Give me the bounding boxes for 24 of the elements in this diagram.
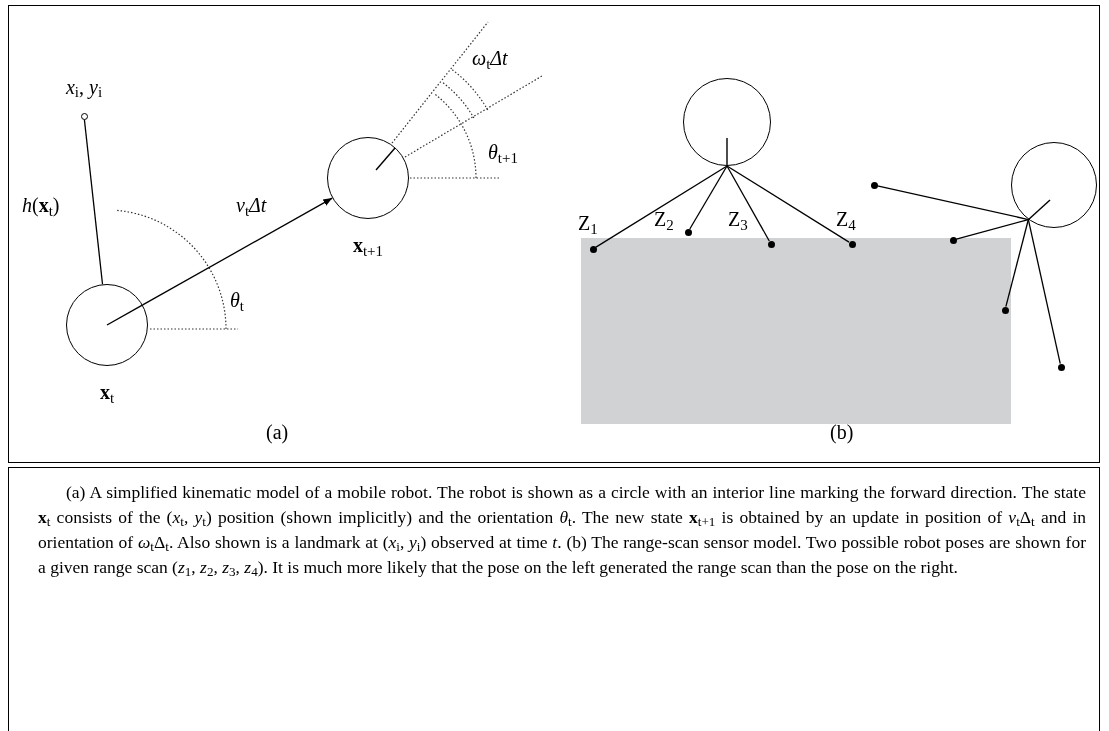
line <box>726 165 850 243</box>
state-label: x$_{t+1}$ <box>352 233 384 257</box>
state-label: x$_{t}$ <box>99 380 115 404</box>
angle-label: ω$_{t}$Δt <box>472 46 508 70</box>
range-label: Z$_{1}$ <box>578 211 598 235</box>
line <box>689 165 728 230</box>
line <box>726 165 770 242</box>
range-label: Z$_{2}$ <box>654 207 674 231</box>
line <box>876 185 1029 221</box>
line <box>1005 218 1029 308</box>
angle-label: θ$_{t+1}$ <box>488 140 518 164</box>
arrow <box>142 197 333 306</box>
range-label: Z$_{4}$ <box>836 207 856 231</box>
line <box>955 218 1029 240</box>
angle-label: θ$_{t}$ <box>230 288 244 312</box>
caption: (a) A simplified kinematic model of a mobile robot. The robot is shown as a circle with an interior line marking the forward direction. The state x$_{t}$ consists of the (x$_{t}$, y$_{t}$) position (shown implicitly) and the orientation θ$_{t}$. The new state x$_{t+1}$ is obtained by an update in position of v$_{t}$Δ$_{t}$ and in orientation of ω$_{t}$Δ$_{t}$. Also shown is a landmark at (x$_{i}$, y$_{i}$) observed at time t. (b) The range-scan sensor model. Two possible robot poses are shown for a given range scan (z$_{1}$, z$_{2}$, z$_{3}$, z$_{4}$). It is much more likely that the pose on the left generated the range scan than the pose on the right. <box>38 481 1086 580</box>
landmark-label: x$_{i}$, y$_{i}$ <box>65 74 103 99</box>
panel-label: (b) <box>830 420 854 444</box>
line <box>1027 218 1061 365</box>
line <box>595 165 728 248</box>
line <box>83 118 104 285</box>
range-label: Z$_{3}$ <box>728 207 748 231</box>
panel-label: (a) <box>266 420 289 444</box>
obstacle-block <box>581 238 1011 424</box>
